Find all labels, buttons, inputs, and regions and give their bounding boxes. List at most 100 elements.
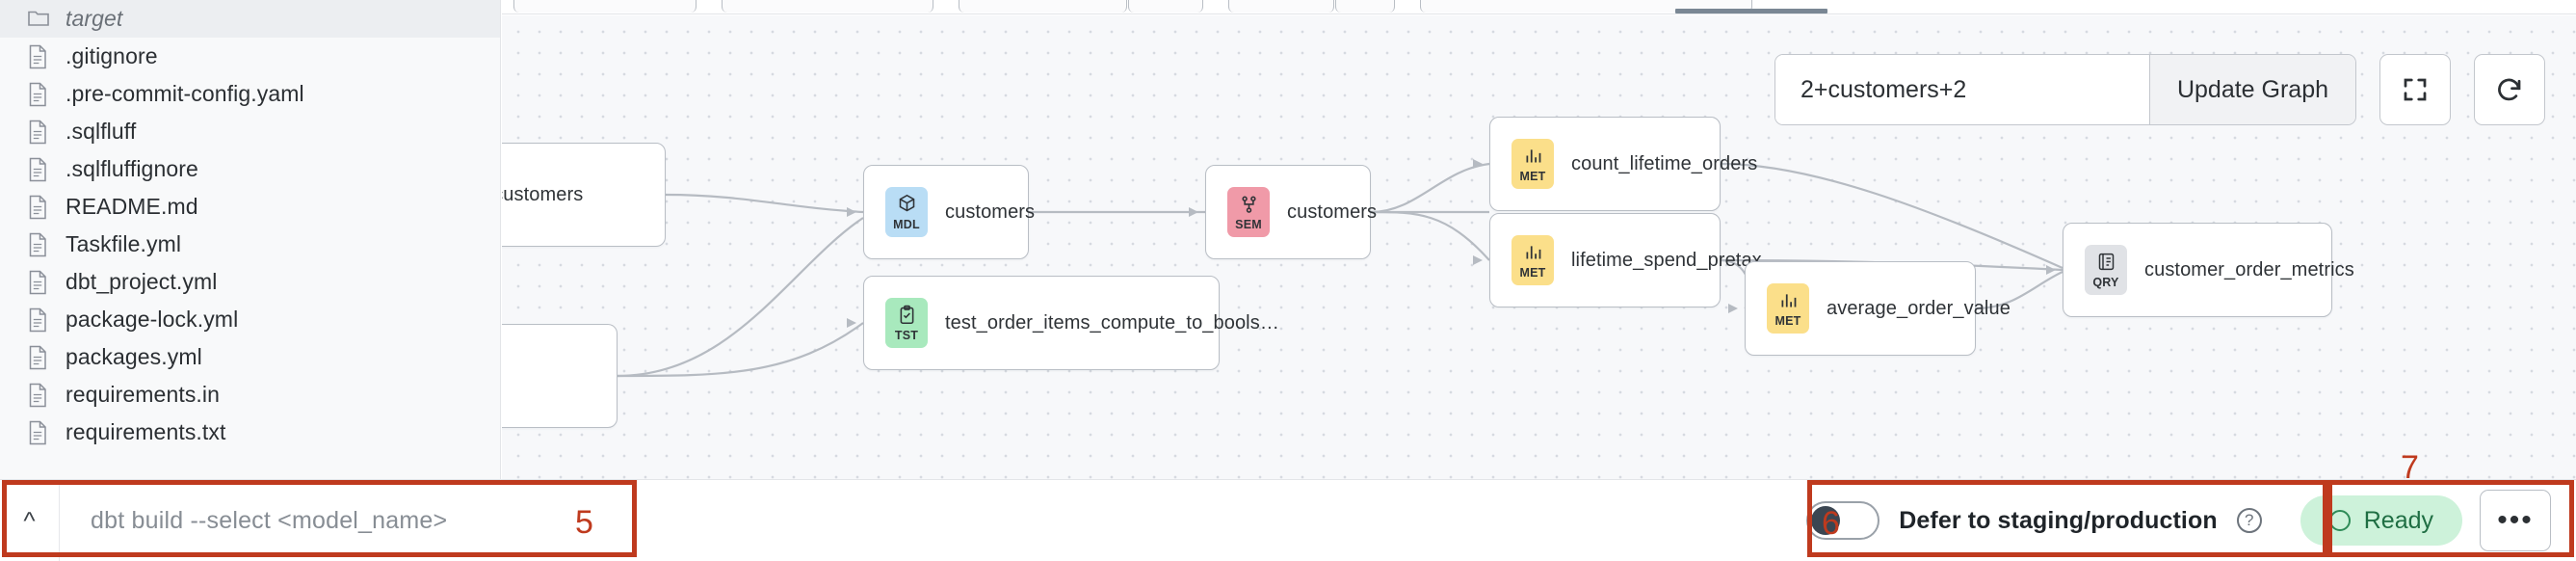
tab-stub[interactable] — [1228, 0, 1334, 13]
file-row[interactable]: README.md — [0, 188, 500, 226]
chevron-up-icon[interactable]: ^ — [0, 479, 60, 561]
file-row[interactable]: dbt_project.yml — [0, 263, 500, 301]
lineage-node-label: customers — [1287, 200, 1378, 223]
file-label: target — [66, 6, 123, 31]
file-label: .sqlfluff — [66, 119, 137, 144]
file-list: target .gitignore .pre-commit-config.yaml.… — [0, 0, 500, 451]
lineage-node-label: customer_order_metrics — [2144, 258, 2354, 280]
met-badge-icon: MET — [1511, 139, 1554, 189]
node-type-code: QRY — [2092, 275, 2119, 289]
file-row[interactable]: requirements.in — [0, 376, 500, 414]
lineage-node-label: count_lifetime_orders — [1571, 152, 1758, 174]
command-hint-text[interactable]: dbt build --select <model_name> — [91, 506, 448, 534]
lineage-node[interactable]: QRY customer_order_metrics — [2063, 223, 2354, 317]
file-icon — [27, 270, 50, 295]
file-row[interactable]: .pre-commit-config.yaml — [0, 75, 500, 113]
tst-glyph-icon — [897, 305, 917, 328]
node-type-code: TST — [894, 328, 919, 342]
node-type-code: MET — [1519, 169, 1546, 183]
question-mark-icon[interactable]: ? — [2236, 508, 2262, 533]
qry-badge-icon: QRY — [2085, 245, 2127, 295]
met-glyph-icon — [1523, 146, 1543, 169]
folder-row[interactable]: target — [0, 0, 500, 38]
defer-toggle[interactable] — [1806, 501, 1880, 540]
file-row[interactable]: .sqlfluff — [0, 113, 500, 150]
node-type-code: SEM — [1235, 217, 1262, 231]
tab-stub[interactable] — [1335, 0, 1395, 13]
defer-label: Defer to staging/production — [1899, 506, 2218, 534]
file-icon — [27, 44, 50, 69]
file-label: .sqlfluffignore — [66, 156, 198, 181]
file-label: README.md — [66, 194, 198, 219]
file-row[interactable]: .sqlfluffignore — [0, 150, 500, 188]
file-row[interactable]: package-lock.yml — [0, 301, 500, 338]
graph-selector-input[interactable] — [1774, 55, 2149, 124]
file-label: .gitignore — [66, 43, 158, 68]
status-dot-icon — [2328, 510, 2351, 531]
file-icon — [27, 420, 50, 445]
file-explorer-sidebar[interactable]: target .gitignore .pre-commit-config.yaml.… — [0, 0, 501, 479]
lineage-node[interactable]: MDL customers — [863, 165, 1035, 259]
mdl-badge-icon: MDL — [885, 187, 928, 237]
lineage-node[interactable]: MET count_lifetime_orders — [1489, 117, 1757, 211]
file-label: requirements.txt — [66, 419, 226, 444]
qry-glyph-icon — [2096, 252, 2116, 275]
met-glyph-icon — [1523, 242, 1543, 265]
file-row[interactable]: .gitignore — [0, 38, 500, 75]
tab-stub[interactable] — [722, 0, 933, 13]
lineage-node-label: average_order_value — [1827, 297, 2011, 319]
file-icon — [27, 307, 50, 333]
graph-toolbar[interactable]: Update Graph — [1774, 54, 2545, 125]
file-label: Taskfile.yml — [66, 231, 182, 256]
status-badge-label: Ready — [2363, 506, 2433, 534]
lineage-node-label: test_order_items_compute_to_bools… — [945, 311, 1279, 334]
defer-toggle-group[interactable]: Defer to staging/production ? — [1781, 501, 2282, 540]
node-type-code: MDL — [893, 217, 920, 231]
update-graph-button[interactable]: Update Graph — [2148, 55, 2355, 124]
refresh-icon[interactable] — [2474, 54, 2545, 125]
lineage-edges — [617, 159, 2063, 378]
tab-stub[interactable] — [1420, 0, 1752, 13]
lineage-node[interactable]: SEM customers — [1205, 165, 1377, 259]
sem-badge-icon: SEM — [1227, 187, 1270, 237]
bottom-status-bar: ^ dbt build --select <model_name> Defer … — [0, 479, 2576, 561]
file-icon — [27, 383, 50, 408]
file-label: .pre-commit-config.yaml — [66, 81, 304, 106]
file-label: packages.yml — [66, 344, 202, 369]
tst-badge-icon: TST — [885, 298, 928, 348]
file-icon — [27, 232, 50, 257]
file-row[interactable]: Taskfile.yml — [0, 226, 500, 263]
file-icon — [27, 120, 50, 145]
folder-icon — [27, 7, 50, 32]
file-icon — [27, 195, 50, 220]
lineage-node[interactable]: TST test_order_items_compute_to_bools… — [863, 276, 1279, 370]
file-row[interactable]: packages.yml — [0, 338, 500, 376]
lineage-node-label: lifetime_spend_pretax — [1571, 249, 1762, 271]
file-label: dbt_project.yml — [66, 269, 218, 294]
file-label: package-lock.yml — [66, 307, 239, 332]
editor-tab-strip[interactable] — [502, 0, 2576, 14]
lineage-node[interactable]: MET lifetime_spend_pretax — [1489, 213, 1762, 307]
file-icon — [27, 345, 50, 370]
lineage-node[interactable]: stg_customers — [502, 143, 666, 247]
node-type-code: MET — [1774, 313, 1801, 328]
defer-toggle-knob — [1811, 506, 1841, 535]
node-type-code: MET — [1519, 265, 1546, 280]
tab-stub[interactable] — [959, 0, 1127, 13]
file-row[interactable]: requirements.txt — [0, 414, 500, 451]
lineage-node[interactable]: orders — [502, 324, 618, 428]
mdl-glyph-icon — [897, 194, 917, 217]
tab-stub[interactable] — [1128, 0, 1203, 13]
file-icon — [27, 82, 50, 107]
met-badge-icon: MET — [1767, 283, 1809, 334]
lineage-node-label: customers — [945, 200, 1036, 223]
met-badge-icon: MET — [1511, 235, 1554, 285]
selector-combo[interactable]: Update Graph — [1774, 54, 2356, 125]
status-badge[interactable]: Ready — [2300, 495, 2462, 546]
lineage-node[interactable]: MET average_order_value — [1745, 261, 2011, 356]
expand-icon[interactable] — [2379, 54, 2451, 125]
more-options-button[interactable]: ••• — [2480, 490, 2551, 551]
tab-stub[interactable] — [513, 0, 697, 13]
